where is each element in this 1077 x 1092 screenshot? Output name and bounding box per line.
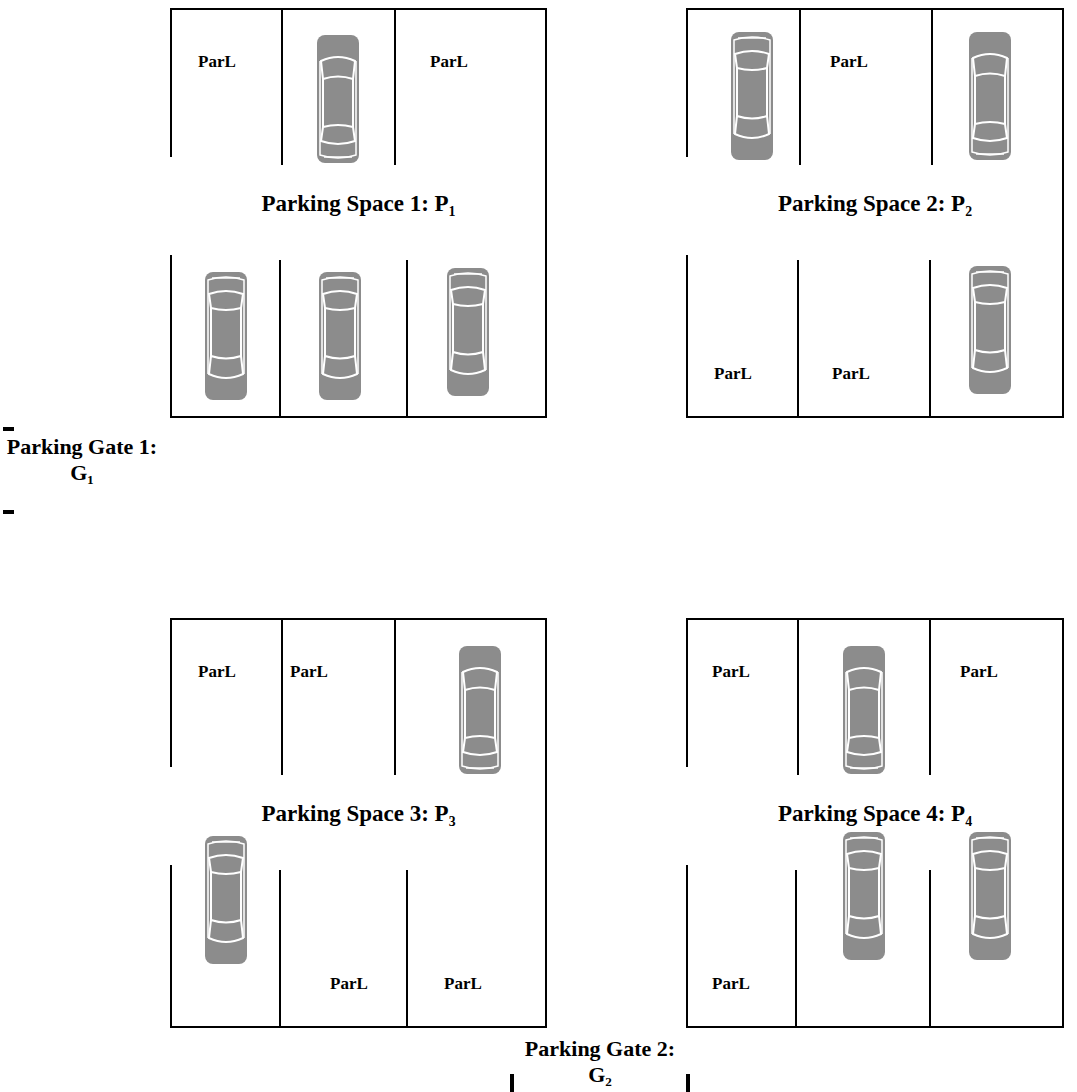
stall-line (170, 255, 172, 418)
stall-line (279, 870, 281, 1028)
stall-line (1062, 618, 1064, 1028)
stall-line (170, 1026, 547, 1028)
parking-space: Parking Space 2: P₂ (686, 8, 1064, 418)
space-title: Parking Space 4: P₄ (686, 801, 1064, 827)
stall-line (929, 618, 931, 775)
stall-label: ParL (430, 52, 468, 72)
stall-line (929, 260, 931, 418)
stall-line (545, 618, 547, 1028)
stall-line (281, 618, 283, 775)
stall-line (394, 8, 396, 165)
stall-label: ParL (444, 974, 482, 994)
gate-label: Parking Gate 2: G₂ (520, 1036, 680, 1089)
stall-line (686, 8, 1064, 10)
stall-line (795, 870, 797, 1028)
stall-line (686, 1026, 1064, 1028)
space-title: Parking Space 2: P₂ (686, 191, 1064, 217)
stall-label: ParL (712, 974, 750, 994)
stall-line (797, 618, 799, 775)
stall-line (799, 8, 801, 165)
stall-label: ParL (832, 364, 870, 384)
stall-label: ParL (198, 52, 236, 72)
stall-label: ParL (960, 662, 998, 682)
stall-line (686, 865, 688, 1028)
stall-label: ParL (714, 364, 752, 384)
stall-line (170, 8, 547, 10)
stall-line (170, 618, 547, 620)
stall-line (686, 416, 1064, 418)
gate-label: Parking Gate 1: G₁ (2, 434, 162, 487)
stall-label: ParL (830, 52, 868, 72)
stall-line (1062, 8, 1064, 418)
stall-line (929, 870, 931, 1028)
stall-line (279, 260, 281, 418)
stall-line (931, 8, 933, 165)
stall-label: ParL (330, 974, 368, 994)
stall-line (170, 865, 172, 1028)
stall-line (170, 618, 172, 767)
stall-line (406, 260, 408, 418)
stall-line (545, 8, 547, 418)
stall-line (170, 8, 172, 157)
stall-label: ParL (712, 662, 750, 682)
gate-marks (3, 429, 688, 1092)
stall-line (686, 618, 1064, 620)
stall-label: ParL (290, 662, 328, 682)
stall-line (797, 260, 799, 418)
stall-label: ParL (198, 662, 236, 682)
stall-line (686, 618, 688, 767)
stall-line (406, 870, 408, 1028)
space-title: Parking Space 1: P₁ (170, 191, 547, 217)
stall-line (170, 416, 547, 418)
stall-line (686, 8, 688, 157)
stall-line (281, 8, 283, 165)
stall-line (394, 618, 396, 775)
space-title: Parking Space 3: P₃ (170, 801, 547, 827)
stall-line (686, 255, 688, 418)
